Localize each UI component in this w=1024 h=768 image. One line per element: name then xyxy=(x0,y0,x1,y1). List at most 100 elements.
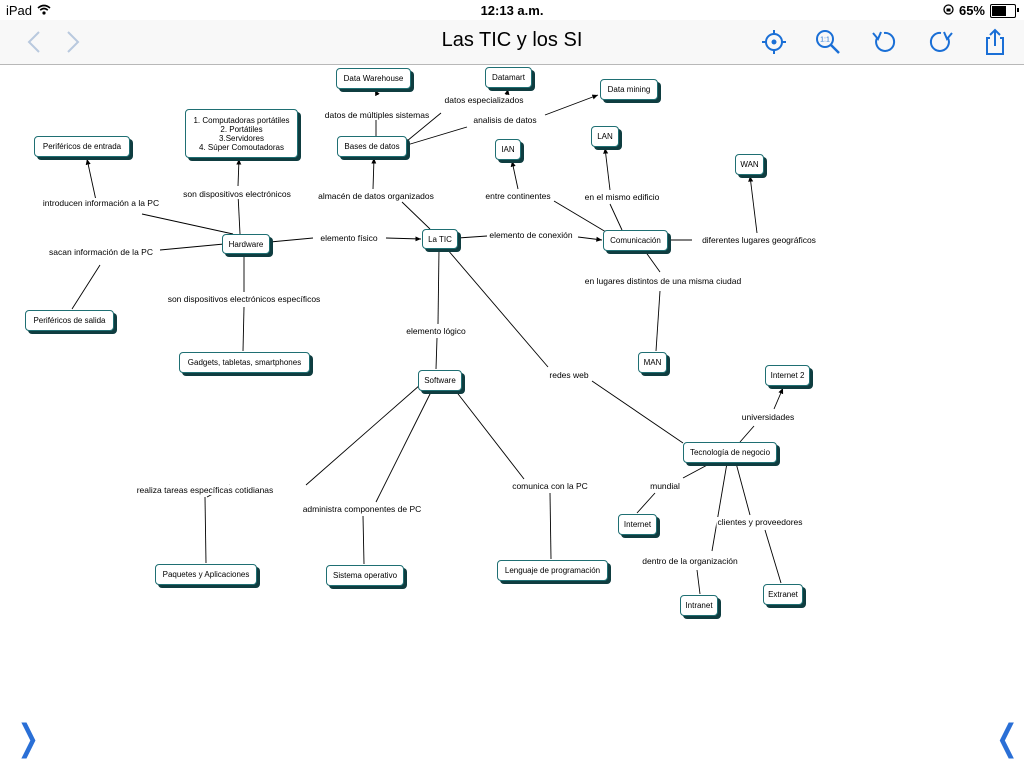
connector-line xyxy=(406,126,468,146)
redo-button[interactable] xyxy=(926,28,956,56)
link-label: son dispositivos electrónicos específico… xyxy=(166,294,322,304)
connector-line xyxy=(603,147,611,191)
connector-line xyxy=(655,290,661,352)
connector-line xyxy=(553,200,607,233)
connector-line xyxy=(764,529,782,584)
back-button[interactable] xyxy=(20,28,50,56)
link-label: en lugares distintos de una misma ciudad xyxy=(583,276,743,286)
orientation-lock-icon xyxy=(943,3,954,18)
node-data-mining[interactable]: Data mining xyxy=(600,79,658,100)
node-computadoras[interactable]: 1. Computadoras portátiles 2. Portátiles… xyxy=(185,109,298,158)
locate-button[interactable] xyxy=(759,28,789,56)
node-ian[interactable]: IAN xyxy=(495,139,521,160)
node-la-tic[interactable]: La TIC xyxy=(422,229,458,249)
chevron-right-icon[interactable]: ❭ xyxy=(13,718,44,759)
node-gadgets[interactable]: Gadgets, tabletas, smartphones xyxy=(179,352,310,373)
node-man[interactable]: MAN xyxy=(638,352,667,373)
connector-line xyxy=(454,389,525,480)
connector-line xyxy=(544,94,599,116)
node-data-warehouse[interactable]: Data Warehouse xyxy=(336,68,411,89)
connector-line xyxy=(446,248,549,368)
link-label: analisis de datos xyxy=(472,115,538,125)
node-extranet[interactable]: Extranet xyxy=(763,584,803,605)
node-lenguaje-programacion[interactable]: Lenguaje de programación xyxy=(497,560,608,581)
battery-percent: 65% xyxy=(958,3,985,18)
undo-icon xyxy=(872,31,896,52)
node-internet[interactable]: Internet xyxy=(618,514,657,535)
node-paquetes-aplicaciones[interactable]: Paquetes y Aplicaciones xyxy=(155,564,257,585)
wifi-icon xyxy=(37,3,51,18)
connector-line xyxy=(510,160,519,190)
battery-fill xyxy=(992,5,1007,16)
node-bases-de-datos[interactable]: Bases de datos xyxy=(337,136,407,157)
connector-line xyxy=(71,264,101,310)
connector-line xyxy=(773,387,784,410)
node-tecnologia-negocio[interactable]: Tecnología de negocio xyxy=(683,442,777,463)
chevron-left-icon xyxy=(27,31,40,53)
node-internet-2[interactable]: Internet 2 xyxy=(765,365,810,386)
connector-line xyxy=(204,496,207,564)
connector-line xyxy=(696,569,701,595)
link-label: introducen información a la PC xyxy=(41,198,161,208)
node-datamart[interactable]: Datamart xyxy=(485,67,532,88)
connector-line xyxy=(242,306,245,352)
connector-line xyxy=(305,384,421,486)
link-label: universidades xyxy=(740,412,796,422)
connector-line xyxy=(735,462,751,516)
connector-line xyxy=(141,213,234,235)
link-label: dentro de la organización xyxy=(641,556,739,566)
connector-line xyxy=(591,380,684,444)
share-button[interactable] xyxy=(980,28,1010,56)
crosshair-icon xyxy=(762,30,786,54)
connector-line xyxy=(269,237,314,243)
link-label: elemento de conexión xyxy=(488,230,574,240)
link-label: elemento lógico xyxy=(405,326,467,336)
node-software[interactable]: Software xyxy=(418,370,462,391)
link-label: entre continentes xyxy=(484,191,552,201)
zoom-ratio-text: 1:1 xyxy=(820,37,830,44)
connector-line xyxy=(375,389,433,503)
undo-button[interactable] xyxy=(869,28,899,56)
chevron-left-icon[interactable]: ❬ xyxy=(992,718,1023,759)
status-bar: iPad 12:13 a.m. 65% xyxy=(0,0,1024,20)
status-left: iPad xyxy=(6,3,51,18)
connector-line xyxy=(549,492,552,560)
link-label: datos especializados xyxy=(443,95,525,105)
magnifier-icon: 1:1 xyxy=(816,30,840,54)
link-label: realiza tareas específicas cotidianas xyxy=(135,485,275,495)
status-time: 12:13 a.m. xyxy=(480,3,544,18)
connector-line xyxy=(682,462,712,479)
link-label: redes web xyxy=(548,370,590,380)
concept-map-canvas[interactable]: La TIC Hardware Periféricos de entrada P… xyxy=(0,65,1024,768)
connector-line xyxy=(374,89,380,97)
forward-button[interactable] xyxy=(57,28,87,56)
node-perifericos-entrada[interactable]: Periféricos de entrada xyxy=(34,136,130,157)
node-comunicacion[interactable]: Comunicación xyxy=(603,230,668,251)
link-label: son dispositivos electrónicos xyxy=(182,189,292,199)
node-hardware[interactable]: Hardware xyxy=(222,234,270,254)
link-label: diferentes lugares geográficos xyxy=(701,235,817,245)
connector-line xyxy=(739,425,755,443)
connector-line xyxy=(636,492,656,514)
connector-line xyxy=(406,112,442,142)
connector-line xyxy=(236,158,242,187)
concept-map-links xyxy=(71,88,784,595)
node-intranet[interactable]: Intranet xyxy=(680,595,718,616)
navigation-bar: Las TIC y los SI 1:1 xyxy=(0,20,1024,65)
link-label: sacan información de la PC xyxy=(48,247,154,257)
link-label: en el mismo edificio xyxy=(583,192,661,202)
node-perifericos-salida[interactable]: Periféricos de salida xyxy=(25,310,114,331)
node-wan[interactable]: WAN xyxy=(735,154,764,175)
connector-line xyxy=(748,175,758,234)
link-label: elemento físico xyxy=(319,233,379,243)
connector-line xyxy=(362,515,365,565)
node-sistema-operativo[interactable]: Sistema operativo xyxy=(326,565,404,586)
connector-line xyxy=(711,462,728,552)
node-lan[interactable]: LAN xyxy=(591,126,619,147)
zoom-actual-size-button[interactable]: 1:1 xyxy=(813,28,843,56)
battery-icon xyxy=(990,3,1019,18)
connector-line xyxy=(577,236,603,242)
link-label: almacén de datos organizados xyxy=(317,191,435,201)
device-name: iPad xyxy=(6,3,33,18)
connector-line xyxy=(237,193,241,235)
